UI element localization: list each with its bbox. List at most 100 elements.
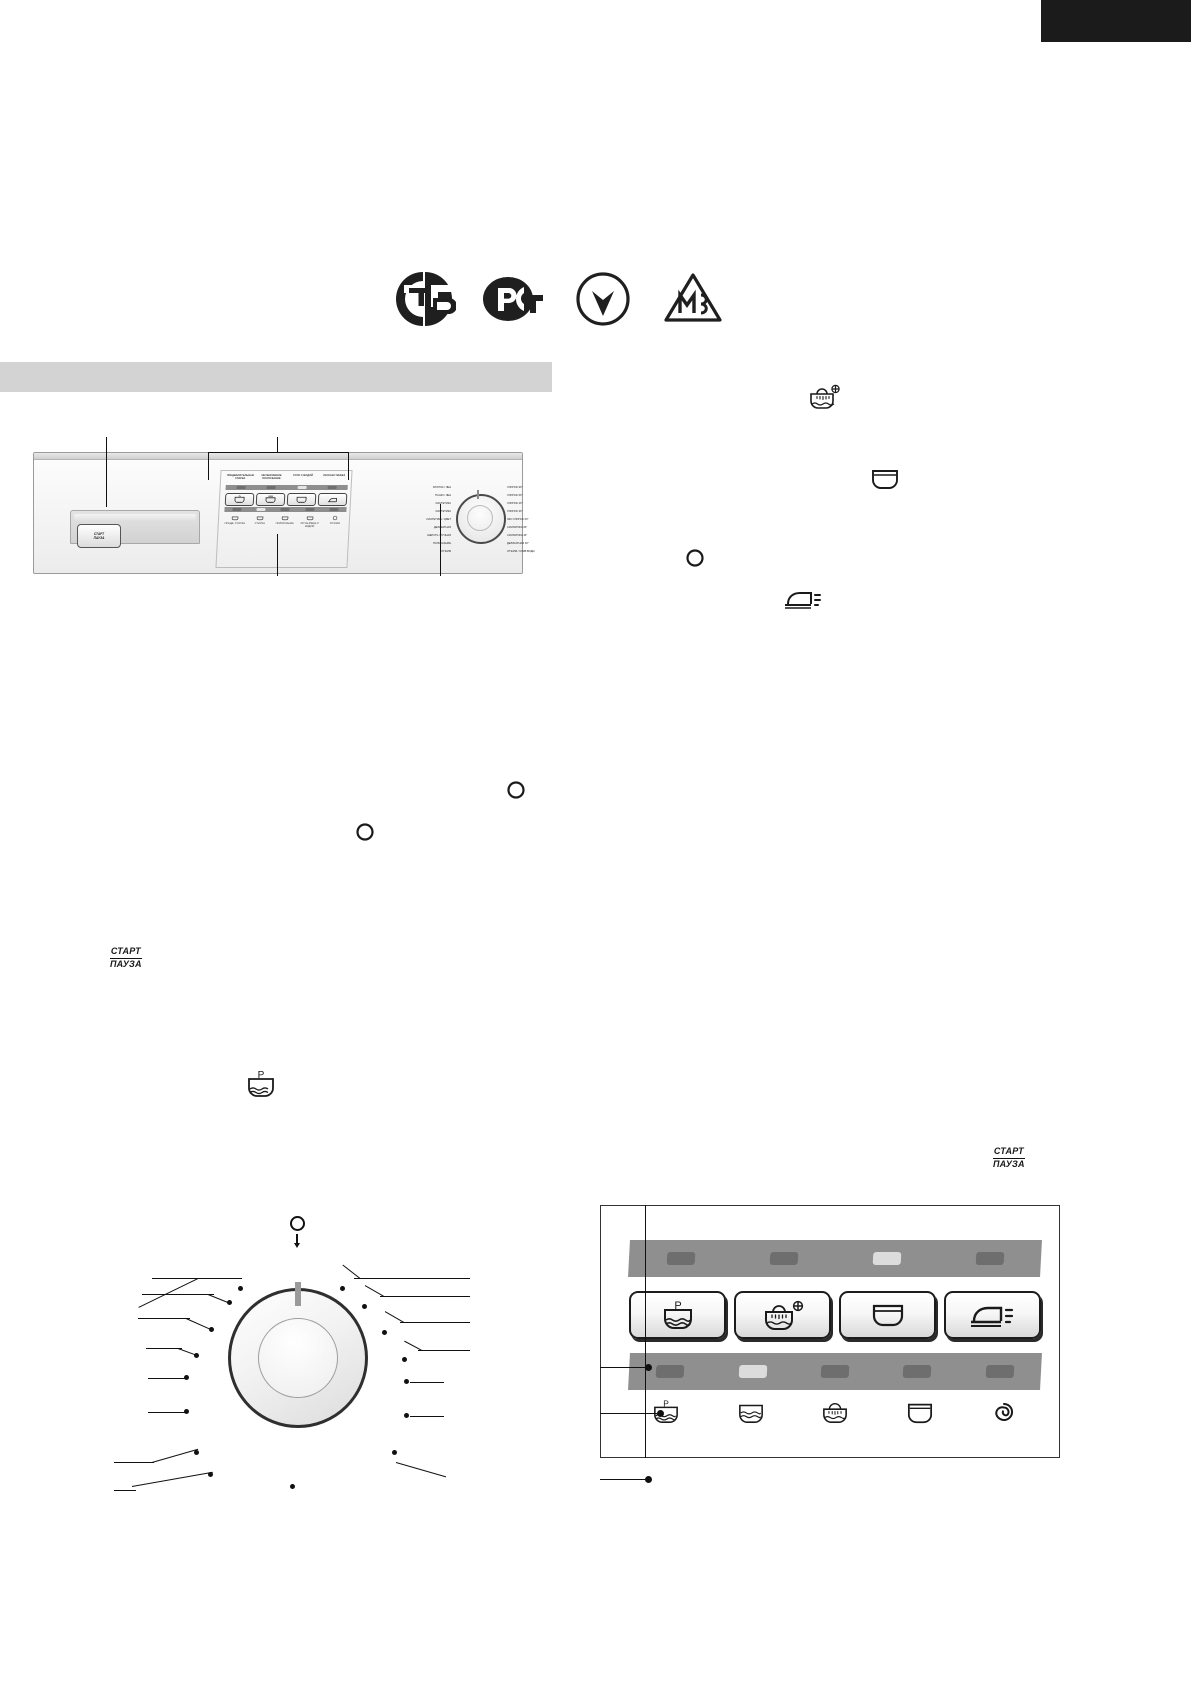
dial-callout-right-0b [342, 1264, 361, 1280]
dial-callout-right-5 [410, 1416, 444, 1418]
option-button-row[interactable]: P [224, 493, 348, 506]
option-button-row[interactable]: P [629, 1291, 1041, 1339]
certification-marks-row [390, 266, 722, 332]
dial-label-left-5: ДЕЛИКАТНАЯ [433, 526, 451, 529]
dial-label-left-2: СИНТЕТИКА [435, 502, 451, 505]
option-label-prewash: ПРЕДВАРИТЕЛЬНАЯ СТИРКА [226, 474, 254, 481]
rst-kazakhstan-mark [660, 269, 726, 329]
phase-led-cell [876, 1365, 959, 1378]
dial-label-left-0: ХЛОПОК / ЛЕН [432, 486, 451, 489]
dial-label-left-3: СИНТЕТИКА [435, 510, 451, 513]
dial-callout-dot [238, 1286, 243, 1291]
dial-pointer-mark [477, 490, 479, 499]
option-led-extra-rinse [769, 1252, 798, 1265]
dial-callout-right-1b [364, 1285, 385, 1298]
pointer-arrow-icon [294, 1234, 299, 1248]
option-button-cluster: ПРЕДВАРИТЕЛЬНАЯ СТИРКА ИНТЕНСИВНОЕ ПОЛОС… [215, 470, 353, 568]
dial-callout-dot [404, 1379, 409, 1384]
prewash-button[interactable]: P [224, 493, 255, 506]
rst-gost-r-mark [480, 269, 546, 329]
dial-callout-left-2b [185, 1318, 211, 1330]
control-panel-overview-figure: ПРЕДВАРИТЕЛЬНАЯ СТИРКА ИНТЕНСИВНОЕ ПОЛОС… [33, 452, 535, 574]
stop-with-water-phase-icon [883, 1399, 957, 1425]
phase-led-cell [793, 1365, 876, 1378]
svg-text:P: P [258, 1070, 265, 1081]
dial-callout-right-4 [410, 1382, 444, 1384]
dial-callout-left-5 [148, 1412, 186, 1414]
detail-callout-spine [645, 1205, 647, 1458]
dial-position-marker [295, 1282, 301, 1306]
option-led-easy-iron [975, 1252, 1004, 1265]
program-selector-pointer-icon [290, 1216, 305, 1231]
stop-with-water-phase-icon: ОСТАНОВКА С ВОДОЙ [298, 515, 321, 529]
dial-callout-dot [209, 1327, 214, 1332]
dial-label-left-8: ОТЖИМ [440, 550, 451, 553]
control-panel-detail-figure: P [600, 1205, 1060, 1458]
dial-callout-left-6 [151, 1448, 199, 1464]
svg-text:P: P [674, 1300, 681, 1312]
dial-label-right-3: ХЛОПОК 30° [507, 510, 523, 513]
start-pause-button-overview[interactable]: СТАРТ ПАУЗА [77, 524, 121, 548]
svg-text:P: P [663, 1399, 669, 1408]
dial-callout-left-7b [114, 1490, 136, 1492]
option-led-cell [835, 1252, 939, 1265]
dial-callout-left-3b [177, 1348, 196, 1356]
option-led [297, 486, 307, 489]
callout-line-2b [208, 452, 348, 453]
phase-led [329, 508, 339, 511]
wash-phase-icon: СТИРКА [248, 515, 271, 529]
page-corner-tab [1041, 0, 1191, 42]
extra-rinse-button[interactable] [255, 493, 286, 506]
dial-label-right-0: ХЛОПОК 90° [507, 486, 523, 489]
option-indicator-led-row [628, 1240, 1042, 1277]
phase-label-spin: ОТЖИМ [329, 522, 340, 526]
stop-with-water-button[interactable] [286, 493, 317, 506]
program-selector-dial-inner[interactable] [258, 1318, 338, 1398]
ukrsepro-ukraine-conformity-mark [570, 269, 636, 329]
easy-iron-button[interactable] [317, 493, 348, 506]
pause-label: ПАУЗА [993, 1159, 1025, 1169]
detail-callout-line-phase [600, 1479, 648, 1481]
dial-callout-dot [227, 1300, 232, 1305]
dial-label-right-4: ЭКО ХЛОПОК 60° [507, 518, 529, 521]
start-label: СТАРТ [110, 946, 142, 959]
spin-phase-icon: ОТЖИМ [323, 515, 346, 529]
option-led-cell [938, 1252, 1042, 1265]
dial-label-left-6: ШЕРСТЬ / РУЧНАЯ [427, 534, 451, 537]
phase-led [305, 508, 315, 511]
stop-with-water-button[interactable] [839, 1291, 936, 1339]
easy-iron-icon [782, 586, 824, 617]
callout-line-2d [277, 437, 278, 453]
option-led [327, 486, 337, 489]
prewash-phase-icon: ПРЕДВ. СТИРКА [223, 515, 246, 529]
wash-phase-icon [714, 1399, 788, 1425]
dial-label-right-7: ДЕЛИКАТНАЯ 30° [507, 542, 529, 545]
dial-callout-dot [392, 1450, 397, 1455]
phase-led-row [224, 507, 347, 512]
dial-callout-right-6 [395, 1462, 447, 1478]
phase-label-prewash: ПРЕДВ. СТИРКА [224, 522, 246, 526]
option-led-row [225, 485, 348, 490]
detail-callout-line-buttons [600, 1413, 660, 1415]
dial-callout-dot [184, 1375, 189, 1380]
dial-callout-right-0 [354, 1278, 470, 1280]
extra-rinse-button[interactable] [734, 1291, 831, 1339]
callout-line-4 [440, 504, 441, 576]
option-led [236, 486, 246, 489]
prewash-button[interactable]: P [629, 1291, 726, 1339]
program-selector-dial-overview[interactable] [456, 494, 506, 544]
phase-led-cell [711, 1365, 794, 1378]
rinse-phase-icon [798, 1399, 872, 1425]
dial-callout-right-3 [418, 1350, 470, 1352]
option-label-stop-with-water: СТОП С ВОДОЙ [292, 474, 314, 477]
dial-label-right-2: ХЛОПОК 40° [507, 502, 523, 505]
svg-text:P: P [238, 495, 241, 499]
phase-led-cell [958, 1365, 1041, 1378]
phase-led-stop-with-water [903, 1365, 932, 1378]
detail-callout-dot-leds [645, 1364, 652, 1371]
phase-led-wash [738, 1365, 767, 1378]
option-led-stop-with-water [872, 1252, 901, 1265]
phase-led [256, 508, 266, 511]
start-label: СТАРТ [93, 532, 105, 536]
easy-iron-button[interactable] [944, 1291, 1041, 1339]
